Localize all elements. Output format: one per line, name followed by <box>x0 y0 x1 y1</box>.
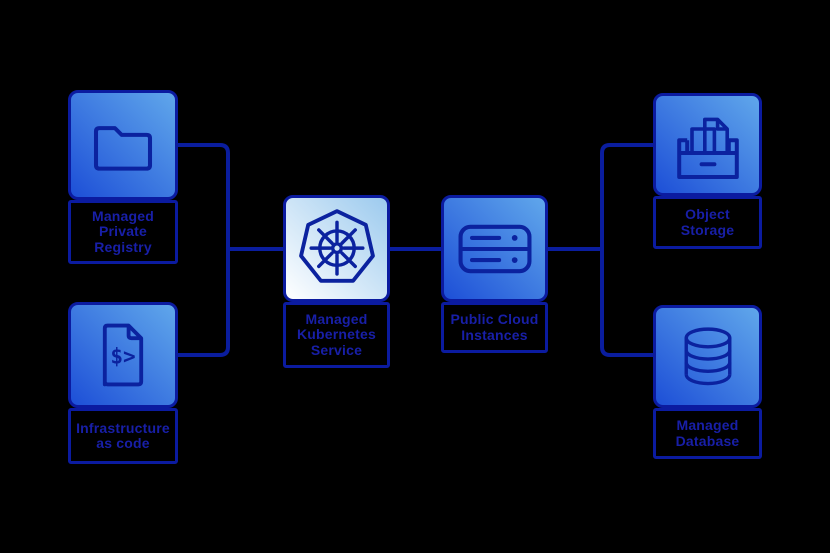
iac-icon-box: $> <box>68 302 178 408</box>
node-infrastructure-as-code: $> Infrastructure as code <box>68 302 178 464</box>
label-line: Database <box>675 432 740 449</box>
label-line: Instances <box>461 326 528 343</box>
code-file-icon: $> <box>102 323 144 387</box>
object-storage-icon-box <box>653 93 762 196</box>
node-managed-private-registry: Managed Private Registry <box>68 90 178 264</box>
dollar-prompt-glyph: $> <box>110 344 135 368</box>
database-icon-box <box>653 305 762 408</box>
label-line: Managed <box>676 417 739 433</box>
node-public-cloud-instances: Public Cloud Instances <box>441 195 548 353</box>
kubernetes-icon-box <box>283 195 390 302</box>
node-managed-kubernetes-service: Managed Kubernetes Service <box>283 195 390 368</box>
label-line: Kubernetes <box>296 326 377 343</box>
node-object-storage: Object Storage <box>653 93 762 249</box>
label-line: Private <box>98 223 148 240</box>
kubernetes-helm-icon <box>298 208 375 283</box>
database-cylinder-icon <box>684 326 731 385</box>
server-icon <box>458 224 531 273</box>
label-line: Public Cloud <box>450 311 539 327</box>
cloud-instances-icon-box <box>441 195 548 302</box>
object-storage-label: Object Storage <box>653 196 762 249</box>
label-line: as code <box>96 435 150 451</box>
label-line: Managed <box>305 310 368 327</box>
label-line: Registry <box>94 238 152 255</box>
node-managed-database: Managed Database <box>653 305 762 459</box>
cloud-instances-label: Public Cloud Instances <box>441 302 548 353</box>
registry-label: Managed Private Registry <box>68 200 178 264</box>
label-line: Storage <box>680 221 735 238</box>
folder-icon <box>93 126 153 171</box>
label-line: Managed <box>91 207 155 224</box>
label-line: Object <box>685 206 730 222</box>
archive-documents-icon <box>676 117 739 179</box>
database-label: Managed Database <box>653 408 762 459</box>
label-line: Service <box>310 341 363 358</box>
iac-label: Infrastructure as code <box>68 408 178 464</box>
kubernetes-label: Managed Kubernetes Service <box>283 302 390 368</box>
registry-icon-box <box>68 90 178 200</box>
label-line: Infrastructure <box>76 419 170 436</box>
right-bracket-connector <box>600 143 653 357</box>
left-bracket-connector <box>178 143 230 357</box>
